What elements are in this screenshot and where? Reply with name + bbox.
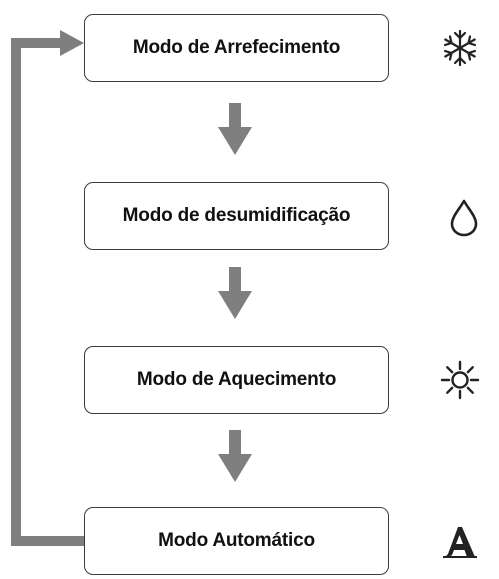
auto-mode-box: Modo Automático — [84, 507, 389, 575]
down-arrow-3 — [218, 430, 252, 482]
loop-back-arrow — [11, 30, 84, 546]
down-arrow-1 — [218, 103, 252, 155]
cooling-mode-label: Modo de Arrefecimento — [132, 37, 341, 58]
snowflake-icon — [443, 29, 477, 67]
auto-mode-icon — [443, 527, 477, 558]
dehumidify-mode-box: Modo de desumidificação — [84, 182, 389, 250]
water-drop-icon — [450, 199, 478, 237]
auto-mode-label: Modo Automático — [158, 530, 315, 551]
sun-icon — [440, 360, 480, 400]
heating-mode-label: Modo de Aquecimento — [136, 369, 337, 390]
down-arrow-2 — [218, 267, 252, 319]
dehumidify-mode-label: Modo de desumidificação — [122, 205, 351, 226]
cooling-mode-box: Modo de Arrefecimento — [84, 14, 389, 82]
heating-mode-box: Modo de Aquecimento — [84, 346, 389, 414]
